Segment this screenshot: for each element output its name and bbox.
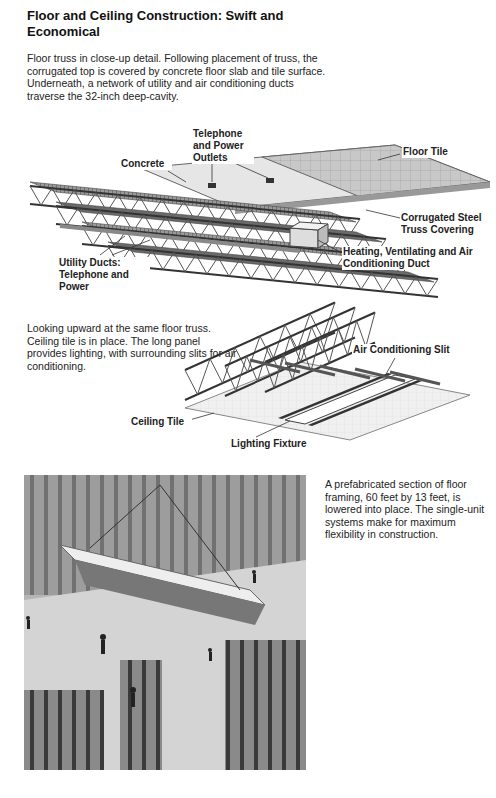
callout-label: Ceiling Tile: [130, 416, 192, 428]
construction-photo: [24, 475, 306, 770]
ceiling-truss-illustration: [185, 303, 470, 441]
callout-label: Air Conditioning Slit: [352, 344, 474, 356]
callout-label: Concrete: [120, 158, 172, 170]
callout-label: Floor Tile: [402, 146, 464, 158]
callout-label: Utility Ducts: Telephone and Power: [58, 257, 150, 293]
callout-label: Heating, Ventilating and Air Conditionin…: [342, 246, 484, 270]
body-text: Floor truss in close-up detail. Followin…: [27, 52, 327, 102]
title: Floor and Ceiling Construction: Swift an…: [27, 8, 287, 39]
body-text: Looking upward at the same floor truss. …: [27, 322, 242, 372]
body-text: A prefabricated section of floor framing…: [325, 478, 485, 541]
callout-label: Telephone and Power Outlets: [192, 128, 254, 164]
callout-label: Lighting Fixture: [230, 438, 332, 450]
leader-lines: [100, 154, 400, 437]
callout-label: Corrugated Steel Truss Covering: [400, 212, 492, 236]
